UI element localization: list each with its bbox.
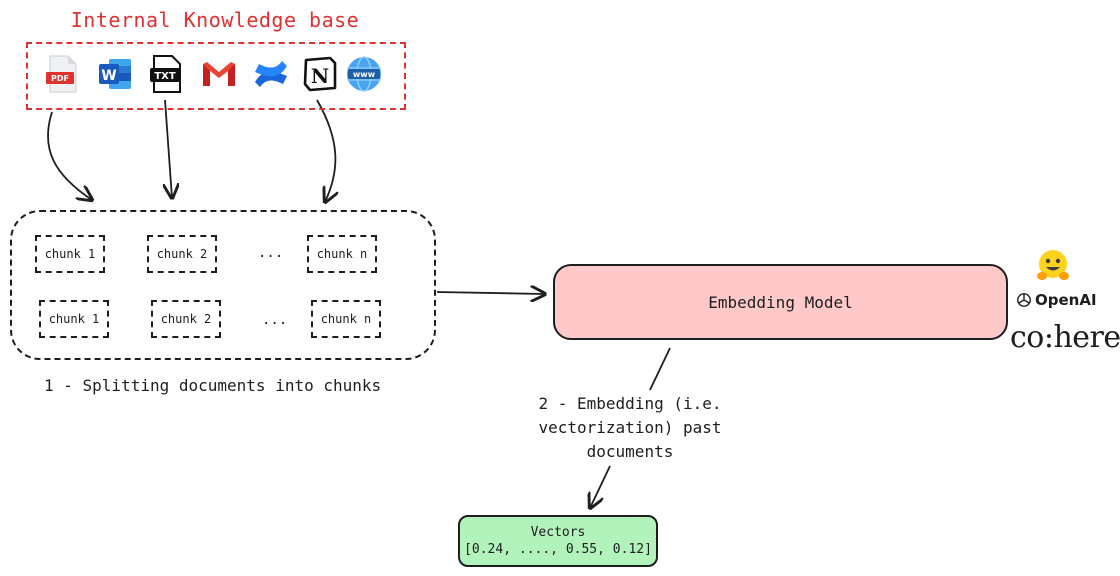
embedding-model-box: Embedding Model — [553, 264, 1008, 340]
svg-text:www: www — [353, 70, 376, 79]
word-icon: W — [95, 54, 135, 94]
knowledge-base-frame — [26, 42, 406, 110]
svg-text:W: W — [101, 68, 116, 84]
svg-text:TXT: TXT — [154, 71, 176, 82]
embedding-model-label: Embedding Model — [708, 292, 853, 312]
chunk-item: chunk 2 — [147, 235, 217, 273]
arrow-chunks-to-model — [436, 292, 545, 294]
hugging-face-icon — [1033, 246, 1073, 286]
chunk-item: chunk 1 — [39, 300, 109, 338]
chunk-item: chunk 2 — [151, 300, 221, 338]
chunk-ellipsis: ... — [262, 312, 288, 328]
arrow-model-down — [649, 347, 671, 391]
gmail-icon — [199, 54, 239, 94]
chunk-item: chunk n — [311, 300, 381, 338]
chunk-item: chunk n — [307, 235, 377, 273]
svg-text:N: N — [311, 64, 329, 88]
arrow-notion-to-chunks — [316, 99, 335, 202]
arrow-to-vectors — [590, 465, 611, 508]
arrow-txt-to-chunks — [165, 99, 172, 198]
step2-line: vectorization) past — [538, 418, 722, 437]
vectors-values: [0.24, ...., 0.55, 0.12] — [464, 542, 652, 557]
step1-caption: 1 - Splitting documents into chunks — [44, 376, 382, 395]
txt-icon: TXT — [146, 54, 186, 94]
vectors-box: Vectors [0.24, ...., 0.55, 0.12] — [458, 515, 658, 567]
step2-line: documents — [586, 442, 674, 461]
step2-caption: 2 - Embedding (i.e. vectorization) past … — [500, 392, 760, 464]
chunk-item: chunk 1 — [35, 235, 105, 273]
web-icon: www — [344, 54, 384, 94]
notion-icon: N — [300, 54, 340, 94]
openai-label: OpenAI — [1035, 291, 1097, 309]
openai-logo: OpenAI — [1016, 291, 1097, 309]
step2-line: 2 - Embedding (i.e. — [538, 394, 722, 413]
knowledge-base-title: Internal Knowledge base — [70, 8, 360, 32]
confluence-icon — [251, 54, 291, 94]
chunks-container — [10, 210, 436, 360]
pdf-icon: PDF — [42, 54, 82, 94]
openai-icon — [1017, 293, 1031, 307]
arrow-pdf-to-chunks — [47, 111, 92, 200]
cohere-logo: co:here — [1010, 320, 1120, 355]
svg-text:PDF: PDF — [51, 74, 69, 83]
chunk-ellipsis: ... — [258, 245, 284, 261]
vectors-title: Vectors — [530, 525, 586, 540]
